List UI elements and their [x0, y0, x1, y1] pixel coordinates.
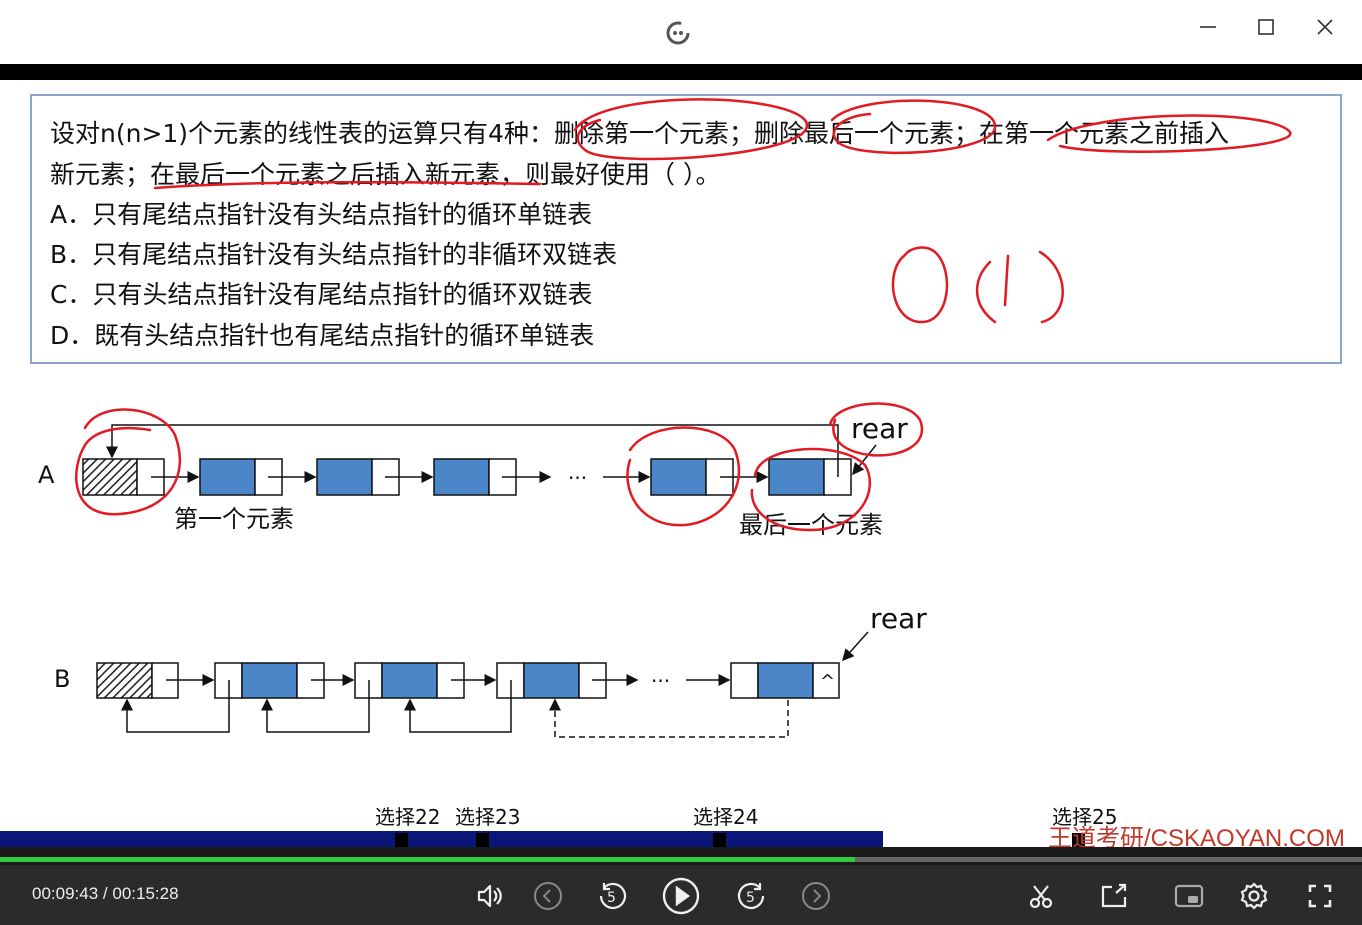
progress-fill — [0, 857, 856, 862]
chapter-marker-23[interactable] — [476, 833, 489, 847]
rewind-5-button[interactable]: 5 — [593, 876, 633, 916]
question-line-1: 设对n(n>1)个元素的线性表的运算只有4种：删除第一个元素；删除最后一个元素；… — [50, 119, 1229, 148]
list-b-node — [214, 662, 325, 699]
app-logo-icon — [666, 21, 690, 45]
list-b-tail-node — [730, 662, 840, 699]
chapter-label-24: 选择24 — [693, 805, 759, 829]
clip-button[interactable] — [1021, 876, 1061, 916]
list-a-node — [316, 458, 400, 496]
list-a-node — [650, 458, 734, 496]
clip-icon — [1029, 885, 1053, 909]
forward-5-button[interactable]: 5 — [731, 876, 771, 916]
chapter-marker-24[interactable] — [713, 833, 726, 847]
next-icon — [802, 882, 830, 910]
minimize-button[interactable] — [1193, 14, 1223, 40]
fullscreen-icon — [1308, 884, 1332, 908]
picture-in-picture-button[interactable] — [1169, 876, 1209, 916]
diagram-b-label: B — [54, 665, 70, 693]
list-b-head-node — [96, 662, 179, 699]
volume-button[interactable] — [469, 876, 509, 916]
share-button[interactable] — [1094, 876, 1134, 916]
maximize-icon — [1258, 19, 1274, 35]
diagram-a-label: A — [38, 461, 55, 489]
duration: 00:15:28 — [112, 884, 179, 903]
last-element-label: 最后一个元素 — [739, 511, 883, 539]
maximize-button[interactable] — [1251, 14, 1281, 40]
chapter-label-22: 选择22 — [375, 805, 441, 829]
rewind-5-icon: 5 — [599, 882, 627, 910]
video-top-border — [0, 64, 1362, 80]
play-icon — [662, 877, 700, 915]
close-icon — [1317, 19, 1333, 35]
previous-icon — [534, 882, 562, 910]
rewind-seconds: 5 — [607, 890, 616, 906]
current-time: 00:09:43 — [32, 884, 99, 903]
settings-button[interactable] — [1234, 876, 1274, 916]
chapter-marker-22[interactable] — [395, 833, 408, 847]
chapter-label-25: 选择25 — [1052, 805, 1118, 829]
chapter-label-23: 选择23 — [455, 805, 521, 829]
next-button[interactable] — [796, 876, 836, 916]
handwritten-annotations — [75, 98, 1292, 532]
close-button[interactable] — [1310, 14, 1340, 40]
progress-bar[interactable] — [0, 847, 1362, 865]
list-b-ellipsis: ··· — [651, 669, 670, 693]
option-a: A．只有尾结点指针没有头结点指针的循环单链表 — [50, 200, 593, 229]
video-frame[interactable]: 设对n(n>1)个元素的线性表的运算只有4种：删除第一个元素；删除最后一个元素；… — [0, 80, 1362, 847]
list-b-node — [496, 662, 607, 699]
fullscreen-button[interactable] — [1300, 876, 1340, 916]
forward-seconds: 5 — [746, 890, 755, 906]
forward-5-icon: 5 — [737, 882, 765, 910]
null-marker: ^ — [820, 671, 835, 692]
chapter-bar — [0, 831, 883, 847]
previous-button[interactable] — [528, 876, 568, 916]
option-b: B．只有尾结点指针没有头结点指针的非循环双链表 — [50, 240, 618, 269]
list-a-head-node — [82, 458, 165, 496]
list-b-arrows — [121, 631, 869, 738]
share-icon — [1101, 883, 1127, 908]
time-display: 00:09:43 / 00:15:28 — [32, 884, 179, 904]
question-box: 设对n(n>1)个元素的线性表的运算只有4种：删除第一个元素；删除最后一个元素；… — [30, 94, 1342, 364]
settings-icon — [1240, 882, 1268, 910]
list-b-node — [354, 662, 465, 699]
time-separator: / — [102, 884, 108, 903]
list-a-rear-label: rear — [851, 412, 908, 445]
list-a-ellipsis: ··· — [568, 466, 587, 490]
first-element-label: 第一个元素 — [174, 505, 294, 533]
question-line-2: 新元素；在最后一个元素之后插入新元素，则最好使用（ ）。 — [50, 160, 721, 189]
play-button[interactable] — [661, 876, 701, 916]
picture-in-picture-icon — [1174, 884, 1204, 908]
linked-list-diagram: A ··· rear 第一个元素 最后一个元素 B — [38, 98, 1292, 738]
option-d: D．既有头结点指针也有尾结点指针的循环单链表 — [50, 321, 595, 350]
volume-icon — [477, 884, 502, 908]
player-controls: 00:09:43 / 00:15:28 5 5 — [0, 865, 1362, 925]
chapter-marker-25[interactable] — [1072, 833, 1085, 847]
minimize-icon — [1200, 26, 1216, 28]
list-b-rear-label: rear — [870, 602, 927, 635]
watermark: 王道考研/CSKAOYAN.COM — [1048, 825, 1345, 847]
option-c: C．只有头结点指针没有尾结点指针的循环双链表 — [50, 280, 593, 309]
title-bar — [0, 0, 1362, 64]
